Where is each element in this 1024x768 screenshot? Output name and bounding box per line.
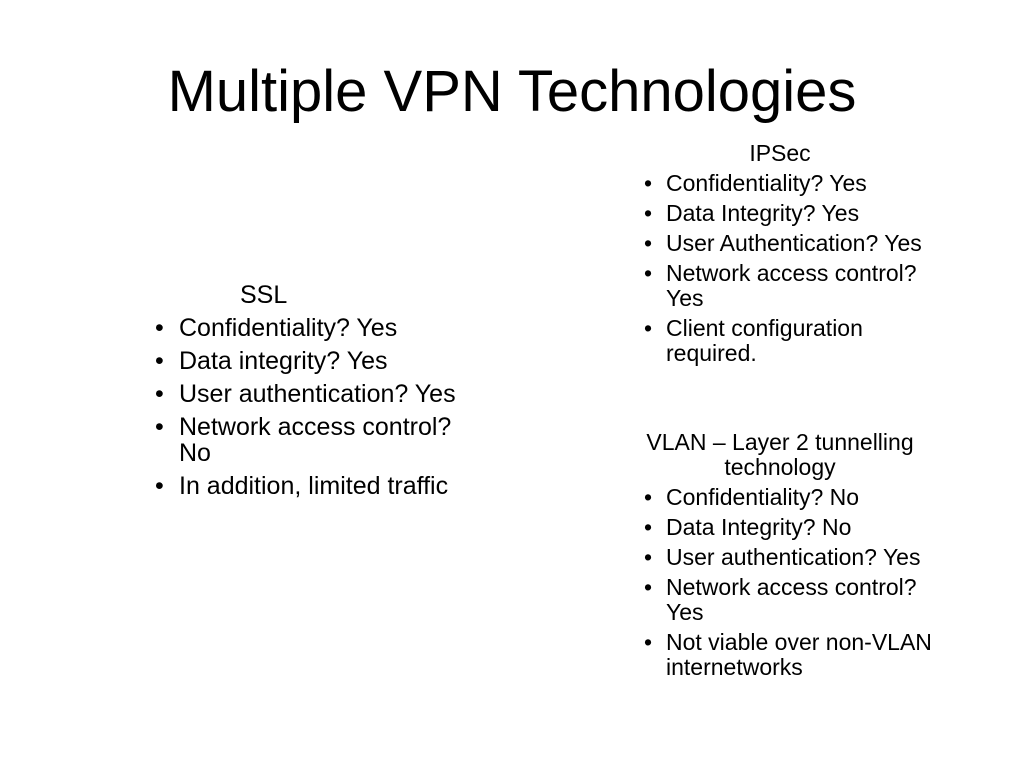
ipsec-heading: IPSec <box>749 140 811 166</box>
ipsec-bullet-user-authentication: User Authentication? Yes <box>640 231 940 257</box>
ssl-bullet-limited-traffic: In addition, limited traffic <box>152 473 482 499</box>
ssl-bullet-data-integrity: Data integrity? Yes <box>152 348 482 374</box>
ssl-bullet-user-authentication: User authentication? Yes <box>152 381 482 407</box>
ipsec-bullet-list: Confidentiality? Yes Data Integrity? Yes… <box>640 171 940 366</box>
vlan-bullet-user-authentication: User authentication? Yes <box>640 545 950 571</box>
ipsec-bullet-client-configuration: Client configuration required. <box>640 316 940 366</box>
vlan-bullet-list: Confidentiality? No Data Integrity? No U… <box>640 485 950 680</box>
ssl-section: SSL Confidentiality? Yes Data integrity?… <box>152 282 482 506</box>
ipsec-bullet-confidentiality: Confidentiality? Yes <box>640 171 940 197</box>
ssl-bullet-list: Confidentiality? Yes Data integrity? Yes… <box>152 315 482 499</box>
slide-title: Multiple VPN Technologies <box>167 59 857 124</box>
vlan-bullet-confidentiality: Confidentiality? No <box>640 485 950 511</box>
ssl-bullet-network-access-control: Network access control? No <box>152 414 482 466</box>
vlan-heading: VLAN – Layer 2 tunnelling technology <box>646 429 914 480</box>
ipsec-bullet-network-access-control: Network access control? Yes <box>640 261 940 311</box>
ipsec-section: IPSec Confidentiality? Yes Data Integrit… <box>640 141 940 371</box>
ssl-bullet-confidentiality: Confidentiality? Yes <box>152 315 482 341</box>
ssl-heading: SSL <box>240 281 288 309</box>
vlan-bullet-non-vlan-internetworks: Not viable over non-VLAN internetworks <box>640 630 950 680</box>
ipsec-bullet-data-integrity: Data Integrity? Yes <box>640 201 940 227</box>
vlan-section: VLAN – Layer 2 tunnelling technology Con… <box>610 430 950 685</box>
vlan-bullet-network-access-control: Network access control? Yes <box>640 575 950 625</box>
vlan-bullet-data-integrity: Data Integrity? No <box>640 515 950 541</box>
